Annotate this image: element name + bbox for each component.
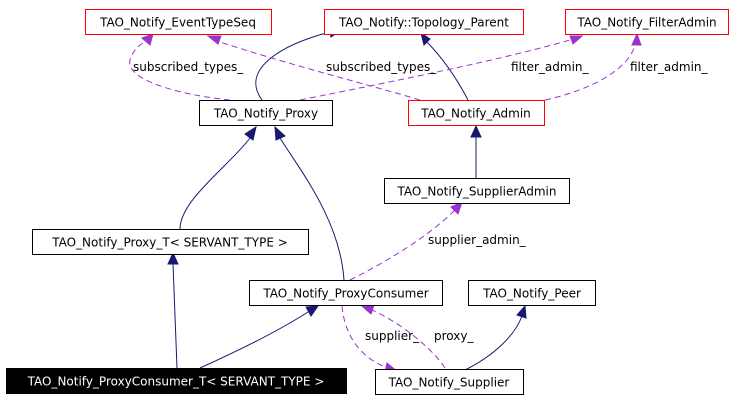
node-label: TAO_Notify_Supplier	[388, 376, 510, 390]
node-label: TAO_Notify::Topology_Parent	[338, 16, 509, 30]
node-topology-parent[interactable]: TAO_Notify::Topology_Parent	[324, 9, 524, 35]
edge-admin-to-topology-parent	[424, 39, 469, 101]
arrowhead-proxy-t-from-proxyconsumer-t	[167, 251, 179, 265]
edge-label-subscribed-types-right: subscribed_types_	[326, 60, 437, 74]
arrowhead-admin-from-supplieradmin	[470, 124, 482, 138]
node-label: TAO_Notify_Proxy_T< SERVANT_TYPE >	[51, 236, 288, 250]
edge-proxy-to-eventtypeseq	[129, 39, 231, 101]
node-admin[interactable]: TAO_Notify_Admin	[408, 100, 545, 126]
node-proxy[interactable]: TAO_Notify_Proxy	[199, 100, 333, 126]
edge-proxyconsumer-to-proxy	[279, 137, 345, 281]
arrowhead-proxyconsumer-from-proxyconsumer-t	[305, 305, 320, 317]
arrowhead-filteradmin-from-admin	[631, 32, 642, 46]
edge-label-supplier: supplier_	[365, 329, 420, 343]
edge-label-filter-admin-right: filter_admin_	[630, 60, 709, 74]
edge-label-subscribed-types-left: subscribed_types_	[133, 60, 244, 74]
arrowhead-proxyconsumer-from-supplier	[360, 304, 375, 315]
arrowhead-proxy-from-proxy-t	[244, 125, 257, 141]
edge-supplier-to-peer	[464, 315, 523, 371]
node-supplier[interactable]: TAO_Notify_Supplier	[375, 369, 524, 395]
edge-admin-to-eventtypeseq	[219, 41, 421, 101]
node-proxy-t[interactable]: TAO_Notify_Proxy_T< SERVANT_TYPE >	[32, 229, 309, 255]
arrowhead-eventtypeseq-from-proxy	[141, 33, 154, 46]
arrowhead-filteradmin-from-proxy	[569, 35, 584, 45]
edge-label-proxy: proxy_	[434, 329, 474, 343]
node-label: TAO_Notify_SupplierAdmin	[397, 185, 557, 199]
node-label: TAO_Notify_Peer	[482, 287, 581, 301]
edge-proxyconsumer-t-to-proxy-t	[172, 263, 178, 369]
node-label: TAO_Notify_ProxyConsumer_T< SERVANT_TYPE…	[27, 375, 325, 389]
node-label: TAO_Notify_FilterAdmin	[576, 16, 716, 30]
arrowhead-peer-from-supplier	[516, 304, 527, 319]
node-filteradmin[interactable]: TAO_Notify_FilterAdmin	[565, 9, 729, 35]
node-eventtypeseq[interactable]: TAO_Notify_EventTypeSeq	[85, 9, 272, 35]
node-label: TAO_Notify_Proxy	[213, 107, 318, 121]
edge-proxy-to-topology-parent	[255, 31, 331, 101]
arrowhead-supplieradmin-from-proxyconsumer	[450, 201, 463, 215]
node-peer[interactable]: TAO_Notify_Peer	[468, 280, 596, 306]
node-label: TAO_Notify_ProxyConsumer	[262, 287, 428, 301]
edge-proxyconsumer-to-supplier	[341, 305, 389, 369]
arrowhead-topology-parent-from-admin	[420, 31, 431, 46]
edge-proxyconsumer-to-supplieradmin	[349, 209, 456, 281]
node-proxyconsumer[interactable]: TAO_Notify_ProxyConsumer	[249, 280, 443, 306]
node-proxyconsumer-t[interactable]: TAO_Notify_ProxyConsumer_T< SERVANT_TYPE…	[6, 368, 347, 394]
edge-proxyconsumer-t-to-proxyconsumer	[199, 311, 309, 369]
node-label: TAO_Notify_Admin	[420, 107, 531, 121]
node-label: TAO_Notify_EventTypeSeq	[99, 16, 256, 30]
edge-proxy-t-to-proxy	[179, 137, 251, 230]
edge-label-supplier-admin: supplier_admin_	[428, 233, 527, 247]
edge-admin-to-filteradmin	[544, 41, 637, 101]
edge-label-filter-admin-left: filter_admin_	[511, 60, 590, 74]
arrowhead-proxy-from-proxyconsumer	[274, 125, 286, 141]
arrowhead-eventtypeseq-from-admin	[206, 35, 222, 45]
node-supplieradmin[interactable]: TAO_Notify_SupplierAdmin	[384, 178, 570, 204]
